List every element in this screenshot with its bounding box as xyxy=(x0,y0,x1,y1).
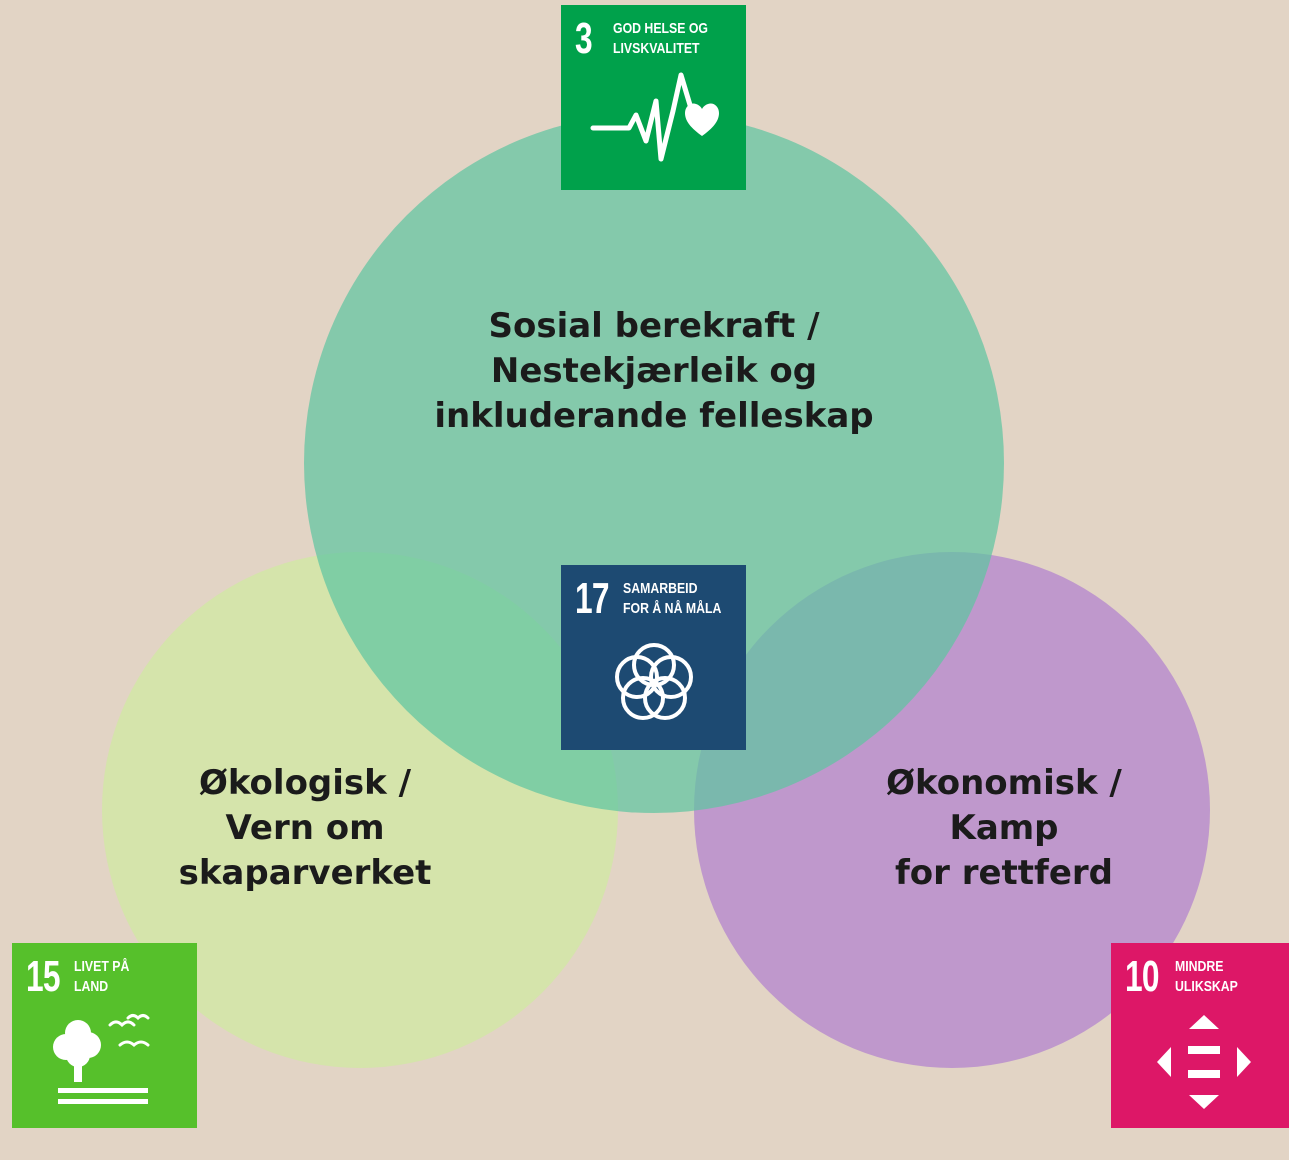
sdg-goal-15-title-line-2: LAND xyxy=(74,978,109,995)
ecological-label-line-2: Vern om xyxy=(225,808,385,848)
sdg-goal-15-number: 15 xyxy=(26,952,61,1001)
ecological-label-line-1: Økologisk / xyxy=(198,763,412,803)
interlocking-rings-icon xyxy=(615,643,693,720)
sdg-goal-17-title-line-2: FOR Å NÅ MÅLA xyxy=(623,600,722,617)
social-label-line-1: Sosial berekraft / xyxy=(488,306,820,346)
sdg-goal-3-title-line-2: LIVSKVALITET xyxy=(613,40,700,57)
economic-label-line-1: Økonomisk / xyxy=(886,763,1122,803)
sdg-goal-3-tile: 3 GOD HELSE OG LIVSKVALITET xyxy=(561,5,746,190)
sdg-goal-3-title-line-1: GOD HELSE OG xyxy=(613,20,709,37)
inequality-arrows-icon xyxy=(1157,1015,1251,1109)
social-label-line-2: Nestekjærleik og xyxy=(490,351,818,391)
economic-label-line-2: Kamp xyxy=(949,808,1059,848)
sdg-goal-10-number: 10 xyxy=(1125,952,1160,1001)
economic-label-line-3: for rettferd xyxy=(894,853,1114,893)
sdg-goal-15-tile: 15 LIVET PÅ LAND xyxy=(12,943,197,1128)
sdg-goal-3-title: GOD HELSE OG LIVSKVALITET xyxy=(613,19,708,59)
sdg-goal-17-number: 17 xyxy=(575,574,610,623)
social-label-line-3: inkluderande felleskap xyxy=(434,396,874,436)
ecological-circle-label: Økologisk / Vern om skaparverket xyxy=(150,761,460,896)
social-circle-label: Sosial berekraft / Nestekjærleik og inkl… xyxy=(404,304,904,439)
sdg-goal-10-title-line-2: ULIKSKAP xyxy=(1175,978,1238,995)
sdg-goal-10-title-line-1: MINDRE xyxy=(1175,958,1224,975)
tree-birds-icon xyxy=(53,1014,150,1104)
sdg-goal-10-title: MINDRE ULIKSKAP xyxy=(1175,957,1238,997)
ecological-label-line-3: skaparverket xyxy=(178,853,432,893)
heartbeat-icon xyxy=(590,72,719,162)
sdg-goal-10-tile: 10 MINDRE ULIKSKAP xyxy=(1111,943,1289,1128)
sdg-goal-17-title-line-1: SAMARBEID xyxy=(623,580,698,597)
sdg-goal-3-number: 3 xyxy=(575,14,593,63)
sdg-goal-15-title: LIVET PÅ LAND xyxy=(74,957,129,997)
sdg-goal-17-tile: 17 SAMARBEID FOR Å NÅ MÅLA xyxy=(561,565,746,750)
sdg-goal-15-title-line-1: LIVET PÅ xyxy=(74,958,130,975)
economic-circle-label: Økonomisk / Kamp for rettferd xyxy=(849,761,1159,896)
social-circle xyxy=(304,113,1004,813)
sdg-goal-17-title: SAMARBEID FOR Å NÅ MÅLA xyxy=(623,579,721,619)
